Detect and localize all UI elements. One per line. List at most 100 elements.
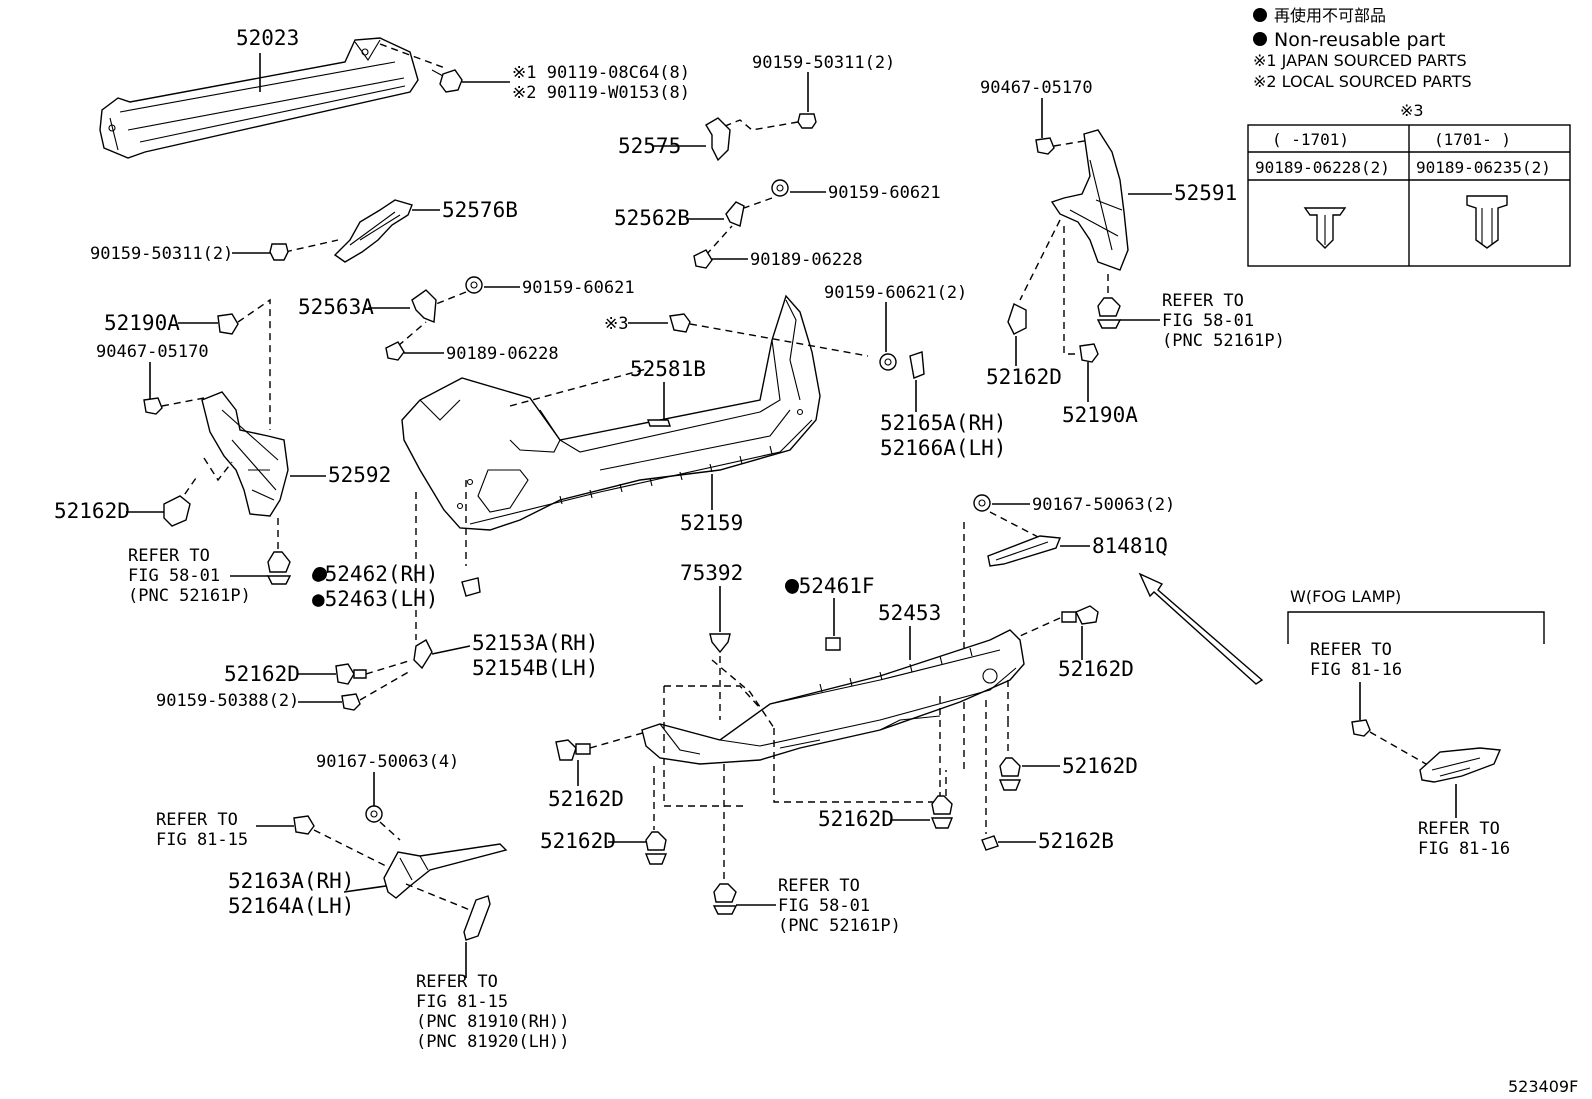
refer-81-16-a-line1: REFER TO (1310, 640, 1392, 660)
part-label-90159-60621-b: 90159-60621 (522, 278, 635, 298)
cover-52163a (383, 843, 508, 899)
mudguard-bracket-52591 (1050, 129, 1129, 271)
non-reusable-dot-icon (785, 579, 799, 593)
part-label-52153a: 52153A(RH) (472, 631, 598, 655)
legend: 再使用不可部品 Non-reusable part ※1 JAPAN SOURC… (1247, 6, 1571, 267)
part-label-90467-05170-left: 90467-05170 (96, 342, 209, 362)
clip-icon (1035, 137, 1055, 155)
fog-lamp-title: W(FOG LAMP) (1290, 587, 1401, 606)
clip-icon (709, 633, 731, 654)
cap-52462 (461, 577, 481, 597)
part-label-52463: ●52463(LH) (312, 587, 438, 611)
legend-non-reusable-jp: 再使用不可部品 (1274, 6, 1386, 25)
clip-icon (712, 883, 738, 915)
part-label-52575: 52575 (618, 134, 681, 158)
part-label-52162d-e: 52162D (818, 807, 894, 831)
grommet-icon (669, 313, 691, 333)
refer-81-16-b-line1: REFER TO (1418, 819, 1500, 839)
retainer-52165a (909, 351, 925, 379)
part-label-90119-local: ※2 90119-W0153(8) (512, 83, 690, 103)
bracket-52153a (413, 639, 433, 670)
clip-icon (335, 663, 367, 685)
clip-icon (644, 831, 668, 865)
legend-japan-sourced: ※1 JAPAN SOURCED PARTS (1253, 51, 1467, 70)
refer-58-a-line1: REFER TO (128, 546, 210, 566)
screw-icon (797, 113, 817, 129)
part-label-52023: 52023 (236, 26, 299, 50)
part-label-52562b: 52562B (614, 206, 690, 230)
grommet-nut-icon (1079, 343, 1099, 363)
flange-nut-icon (879, 353, 897, 371)
part-label-52162d-a: 52162D (54, 499, 130, 523)
flange-nut-icon (771, 179, 789, 197)
part-label-52162d-f: 52162D (1062, 754, 1138, 778)
flange-bolt-icon (431, 69, 463, 93)
non-reusable-dot-icon (313, 567, 327, 581)
grommet-icon (1351, 719, 1371, 737)
part-label-90159-50311-left: 90159-50311(2) (90, 244, 233, 264)
part-label-90467-05170-right: 90467-05170 (980, 78, 1093, 98)
cap-52162b (981, 835, 999, 851)
part-label-52159: 52159 (680, 511, 743, 535)
table-col2-header: (1701- ) (1434, 130, 1511, 149)
part-label-52162d-d: 52162D (548, 787, 624, 811)
part-label-note3: ※3 (604, 314, 628, 334)
clip-icon (930, 795, 954, 829)
legend-local-sourced: ※2 LOCAL SOURCED PARTS (1253, 72, 1472, 91)
clip-52575 (705, 117, 731, 162)
refer-81-15-b-line2: FIG 81-15 (416, 992, 508, 1012)
legend-non-reusable-en: Non-reusable part (1274, 29, 1445, 51)
pad-52461f (825, 637, 841, 651)
refer-58-c-line3: (PNC 52161P) (778, 916, 901, 936)
part-label-90159-50388: 90159-50388(2) (156, 691, 299, 711)
reflector-81481q (987, 535, 1061, 567)
part-label-52581b: 52581B (630, 357, 706, 381)
part-label-90167-50063-2: 90167-50063(2) (1032, 495, 1175, 515)
part-label-52592: 52592 (328, 463, 391, 487)
flange-nut-icon (973, 494, 991, 512)
part-label-52576b: 52576B (442, 198, 518, 222)
table-col2-part: 90189-06235(2) (1416, 158, 1551, 177)
screw-icon (269, 243, 289, 261)
refer-58-a-line2: FIG 58-01 (128, 566, 220, 586)
part-label-52164a: 52164A(LH) (228, 894, 354, 918)
part-label-90159-50311-top: 90159-50311(2) (752, 53, 895, 73)
diagram-id: 523409F (1508, 1077, 1578, 1096)
refer-81-15-b-line3: (PNC 81910(RH)) (416, 1012, 570, 1032)
part-label-52453: 52453 (878, 601, 941, 625)
bracket-52562b (725, 201, 745, 227)
refer-58-a-line3: (PNC 52161P) (128, 586, 251, 606)
part-label-52563a: 52563A (298, 295, 374, 319)
part-label-52190a-right: 52190A (1062, 403, 1138, 427)
refer-81-16-a-line2: FIG 81-16 (1310, 660, 1402, 680)
part-label-90189-06228-a: 90189-06228 (750, 250, 863, 270)
grommet-nut-icon (217, 313, 239, 335)
refer-58-c-line1: REFER TO (778, 876, 860, 896)
refer-81-15-b-line1: REFER TO (416, 972, 498, 992)
part-label-52163a: 52163A(RH) (228, 869, 354, 893)
part-label-52154b: 52154B(LH) (472, 656, 598, 680)
part-label-52190a-left: 52190A (104, 311, 180, 335)
lower-bumper-52453 (641, 629, 1025, 765)
part-label-52162d-h: 52162D (540, 829, 616, 853)
clip-icon (1061, 605, 1099, 625)
fog-lamp-bracket (1287, 611, 1545, 644)
flange-nut-icon (465, 276, 483, 294)
clip-icon (998, 757, 1022, 791)
bracket-52576b (333, 199, 413, 263)
part-label-52462: ●52462(RH) (312, 562, 438, 586)
grommet-icon (293, 815, 315, 835)
table-col1-header: ( -1701) (1272, 130, 1349, 149)
clip-icon (266, 551, 292, 585)
legend-table-title: ※3 (1400, 101, 1424, 120)
mudguard-bracket-52592 (201, 391, 289, 517)
part-label-75392: 75392 (680, 561, 743, 585)
screw-icon (341, 693, 361, 711)
part-label-90189-06228-b: 90189-06228 (446, 344, 559, 364)
table-col1-part: 90189-06228(2) (1255, 158, 1390, 177)
refer-81-15-a-line1: REFER TO (156, 810, 238, 830)
part-label-52591: 52591 (1174, 181, 1237, 205)
refer-81-15-a-line2: FIG 81-15 (156, 830, 248, 850)
non-reusable-dot-icon (1253, 8, 1267, 22)
